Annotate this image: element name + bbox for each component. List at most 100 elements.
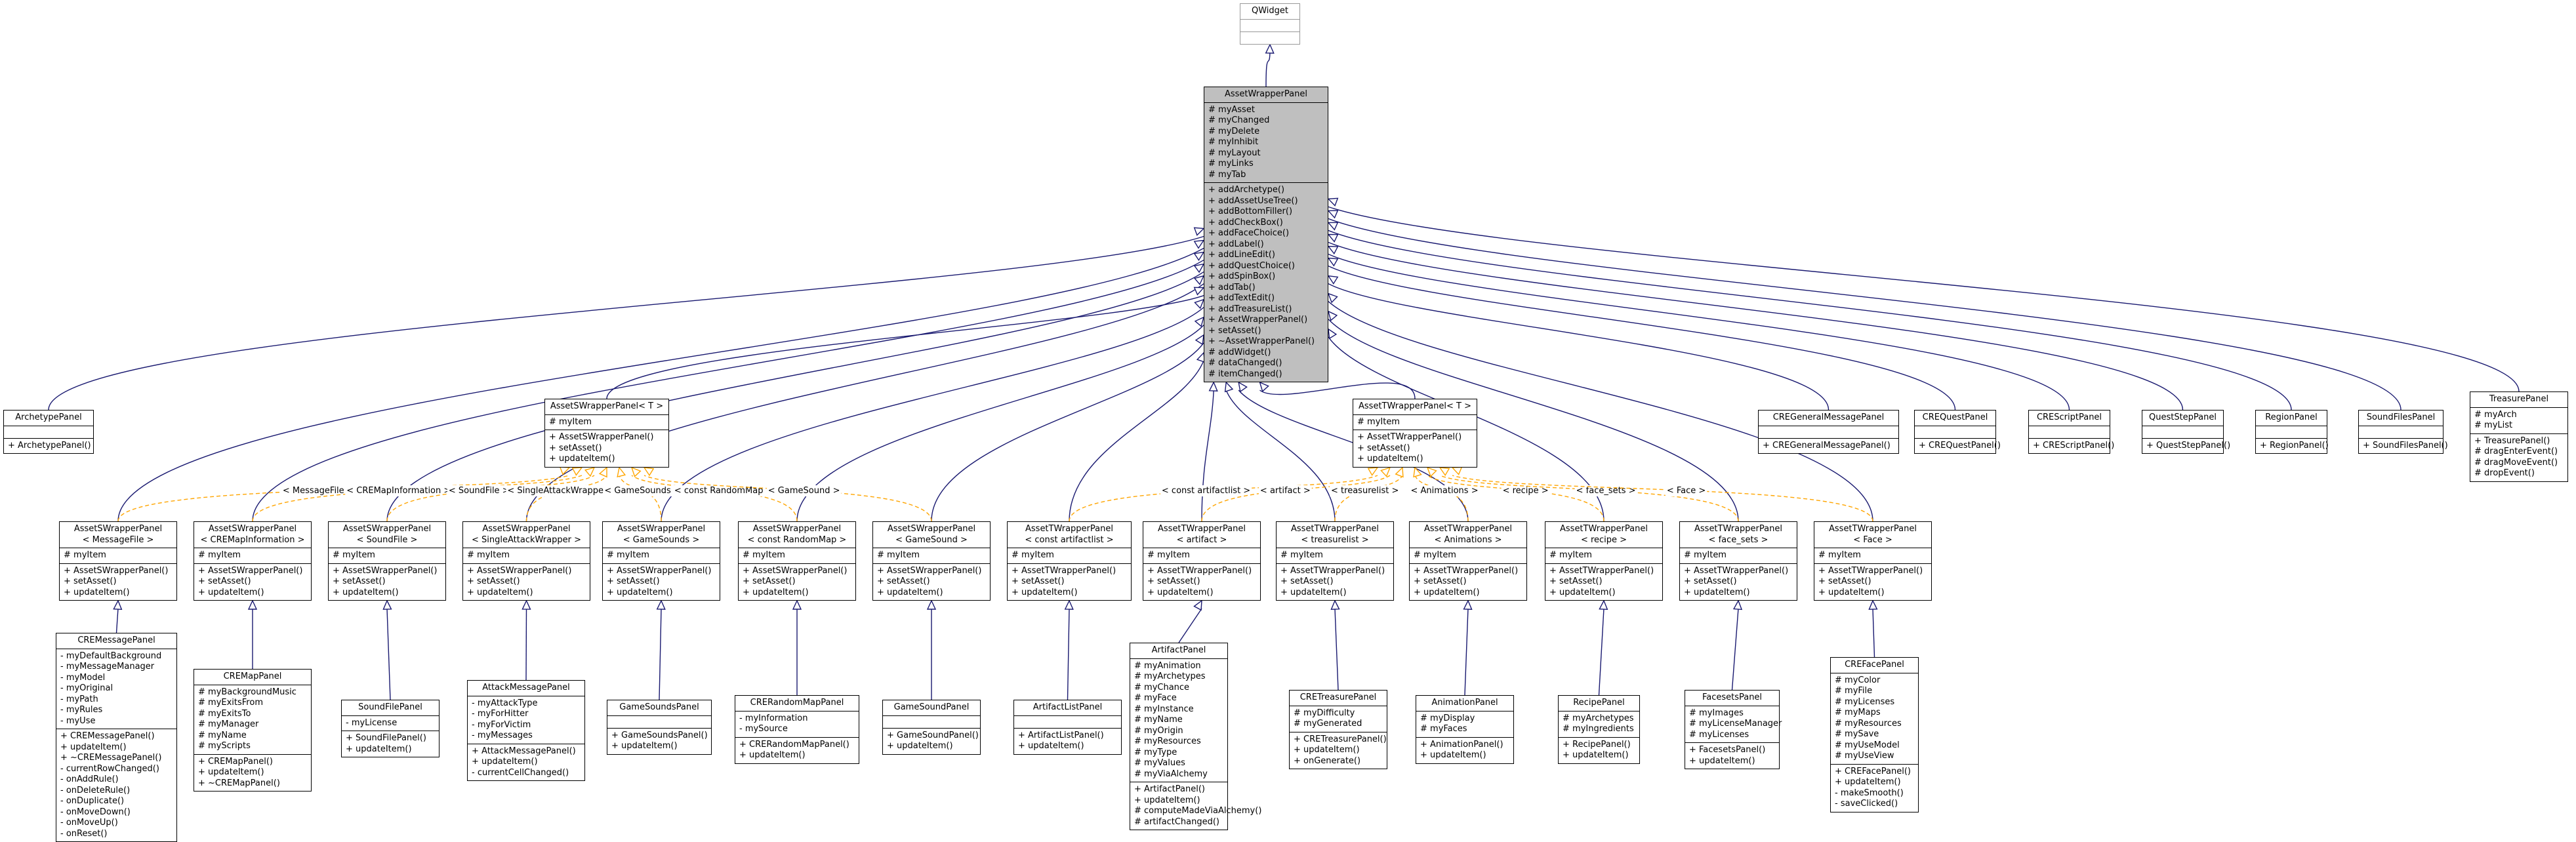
class-box-t-artifactlist[interactable]: AssetTWrapperPanel< const artifactlist >… [1007, 521, 1132, 601]
class-box-crerandom-map-panel[interactable]: CRERandomMapPanel- myInformation- mySour… [735, 695, 859, 764]
method: + AssetSWrapperPanel() [549, 432, 654, 442]
class-name-line: CREFacePanel [1845, 660, 1904, 670]
class-box-creface-panel[interactable]: CREFacePanel# myColor# myFile# myLicense… [1830, 657, 1919, 812]
class-box-s-game-sound[interactable]: AssetSWrapperPanel< GameSound ># myItem+… [872, 521, 991, 601]
template-binding-label: < MessageFile > [283, 486, 354, 496]
class-box-t-artifact[interactable]: AssetTWrapperPanel< artifact ># myItem+ … [1143, 521, 1261, 601]
inheritance-arrowhead [926, 599, 937, 610]
method: # dropEvent() [2474, 468, 2535, 478]
method: + AssetTWrapperPanel() [1549, 565, 1654, 576]
class-box-sound-files-panel[interactable]: SoundFilesPanel+ SoundFilesPanel() [2358, 410, 2448, 454]
class-name: AnimationPanel [1416, 696, 1513, 711]
method: + AssetWrapperPanel() [1208, 315, 1308, 325]
class-box-crescript-panel[interactable]: CREScriptPanel+ CREScriptPanel() [2028, 410, 2115, 454]
attributes-section: # myItem [1008, 548, 1131, 563]
methods-section: + CRERandomMapPanel()+ updateItem() [735, 736, 859, 763]
class-name: CREMapPanel [194, 670, 311, 685]
methods-section: + FacesetsPanel()+ updateItem() [1685, 742, 1779, 769]
attributes-section: # myItem [1353, 414, 1477, 430]
inheritance-arrowhead [1193, 263, 1205, 273]
class-box-cremap-panel[interactable]: CREMapPanel# myBackgroundMusic# myExitsF… [194, 669, 312, 792]
class-box-s-cremap-information[interactable]: AssetSWrapperPanel< CREMapInformation >#… [194, 521, 312, 601]
edge-s-random-map-to-asset-swrapper-panel-t [631, 475, 798, 522]
class-box-quest-step-panel[interactable]: QuestStepPanel+ QuestStepPanel() [2142, 410, 2230, 454]
method: + CREScriptPanel() [2033, 440, 2115, 451]
methods-section: + RecipePanel()+ updateItem() [1559, 736, 1639, 763]
class-box-artifact-list-panel[interactable]: ArtifactListPanel+ ArtifactListPanel()+ … [1013, 700, 1122, 755]
class-name-line: < treasurelist > [1301, 534, 1369, 545]
methods-section [1240, 31, 1299, 44]
class-box-asset-wrapper-panel[interactable]: AssetWrapperPanel# myAsset# myChanged# m… [1204, 87, 1328, 382]
method: + RegionPanel() [2260, 440, 2329, 451]
class-name-line: AssetSWrapperPanel [208, 524, 297, 534]
edge-cregeneral-message-panel-to-asset-wrapper-panel [1328, 283, 1830, 411]
class-box-t-recipe[interactable]: AssetTWrapperPanel< recipe ># myItem+ As… [1545, 521, 1663, 601]
method: + AssetTWrapperPanel() [1414, 565, 1519, 576]
methods-section: + AssetTWrapperPanel()+ setAsset()+ upda… [1410, 563, 1526, 601]
method: + CRERandomMapPanel() [739, 739, 849, 750]
edge-facesets-panel-to-t-face-sets [1731, 608, 1739, 691]
class-box-cremessage-panel[interactable]: CREMessagePanel- myDefaultBackground- my… [56, 633, 177, 842]
label-background [506, 485, 619, 496]
class-box-s-random-map[interactable]: AssetSWrapperPanel< const RandomMap ># m… [738, 521, 856, 601]
class-box-t-face[interactable]: AssetTWrapperPanel< Face ># myItem+ Asse… [1814, 521, 1932, 601]
class-box-t-treasurelist[interactable]: AssetTWrapperPanel< treasurelist ># myIt… [1276, 521, 1394, 601]
method: + updateItem() [739, 750, 806, 760]
attributes-section: - myAttackType- myForHitter- myForVictim… [468, 695, 584, 744]
attribute: - myAttackType [472, 698, 538, 708]
class-box-s-message-file[interactable]: AssetSWrapperPanel< MessageFile ># myIte… [59, 521, 177, 601]
class-box-t-animations[interactable]: AssetTWrapperPanel< Animations ># myItem… [1409, 521, 1527, 601]
inheritance-arrowhead [630, 466, 642, 477]
class-box-asset-twrapper-panel-t[interactable]: AssetTWrapperPanel< T ># myItem+ AssetTW… [1353, 399, 1477, 468]
attribute: # mySave [1835, 729, 1879, 739]
class-box-facesets-panel[interactable]: FacesetsPanel# myImages# myLicenseManage… [1685, 690, 1782, 769]
class-box-s-sound-file[interactable]: AssetSWrapperPanel< SoundFile ># myItem+… [328, 521, 446, 601]
method: - onMoveDown() [60, 807, 131, 817]
class-name: CREFacePanel [1831, 658, 1918, 673]
attributes-section [883, 715, 980, 728]
attribute: # myAnimation [1134, 660, 1201, 671]
inheritance-arrowhead [1599, 599, 1608, 611]
methods-section: + SoundFilePanel()+ updateItem() [342, 731, 439, 757]
inheritance-arrowhead [1208, 381, 1218, 391]
method: + SoundFilePanel() [346, 733, 426, 743]
label-background [1665, 485, 1707, 496]
inheritance-arrowhead [1194, 298, 1205, 310]
class-box-game-sounds-panel[interactable]: GameSoundsPanel+ GameSoundsPanel()+ upda… [607, 700, 712, 755]
class-box-cregeneral-message-panel[interactable]: CREGeneralMessagePanel+ CREGeneralMessag… [1758, 410, 1899, 454]
class-box-asset-swrapper-panel-t[interactable]: AssetSWrapperPanel< T ># myItem+ AssetSW… [544, 399, 669, 468]
class-box-recipe-panel[interactable]: RecipePanel# myArchetypes# myIngredients… [1558, 695, 1640, 764]
template-binding-label: < const artifactlist > [1162, 486, 1250, 496]
attribute: - myInformation [739, 713, 808, 723]
class-box-s-single-attack-wrapper[interactable]: AssetSWrapperPanel< SingleAttackWrapper … [462, 521, 590, 601]
class-box-treasure-panel[interactable]: TreasurePanel# myArch# myList+ TreasureP… [2470, 391, 2568, 482]
class-box-cretreasure-panel[interactable]: CRETreasurePanel# myDifficulty# myGenera… [1289, 690, 1387, 769]
method: # itemChanged() [1208, 369, 1282, 379]
attributes-section: # myItem [1814, 548, 1931, 563]
method: + RecipePanel() [1563, 739, 1631, 750]
attribute: # myResources [1835, 718, 1902, 729]
class-box-animation-panel[interactable]: AnimationPanel# myDisplay# myFaces+ Anim… [1416, 695, 1514, 764]
class-box-attack-message-panel[interactable]: AttackMessagePanel- myAttackType- myForH… [467, 680, 585, 781]
class-name-line: ArchetypePanel [15, 412, 82, 422]
inheritance-arrowhead [1327, 222, 1339, 231]
method: + AssetSWrapperPanel() [877, 565, 982, 576]
attributes-section: # myItem [873, 548, 990, 563]
edge-quest-step-panel-to-asset-wrapper-panel [1328, 241, 2184, 411]
attributes-section [607, 715, 711, 728]
class-box-qwidget[interactable]: QWidget [1240, 3, 1300, 45]
class-box-sound-file-panel[interactable]: SoundFilePanel- myLicense+ SoundFilePane… [341, 700, 440, 757]
attribute: # myIngredients [1563, 724, 1634, 734]
class-box-crequest-panel[interactable]: CREQuestPanel+ CREQuestPanel() [1914, 410, 2001, 454]
class-box-game-sound-panel[interactable]: GameSoundPanel+ GameSoundPanel()+ update… [882, 700, 981, 755]
method: - onAddRule() [60, 774, 119, 784]
class-box-region-panel[interactable]: RegionPanel+ RegionPanel() [2255, 410, 2329, 454]
method: - saveClicked() [1835, 799, 1898, 809]
class-box-t-face-sets[interactable]: AssetTWrapperPanel< face_sets ># myItem+… [1679, 521, 1797, 601]
class-box-artifact-panel[interactable]: ArtifactPanel# myAnimation# myArchetypes… [1130, 643, 1261, 830]
attributes-section: # myItem [194, 548, 311, 563]
method: + ~CREMessagePanel() [60, 753, 162, 763]
class-box-s-game-sounds[interactable]: AssetSWrapperPanel< GameSounds ># myItem… [602, 521, 720, 601]
edge-cremessage-panel-to-s-message-file [115, 608, 119, 633]
class-box-archetype-panel[interactable]: ArchetypePanel+ ArchetypePanel() [3, 410, 94, 454]
